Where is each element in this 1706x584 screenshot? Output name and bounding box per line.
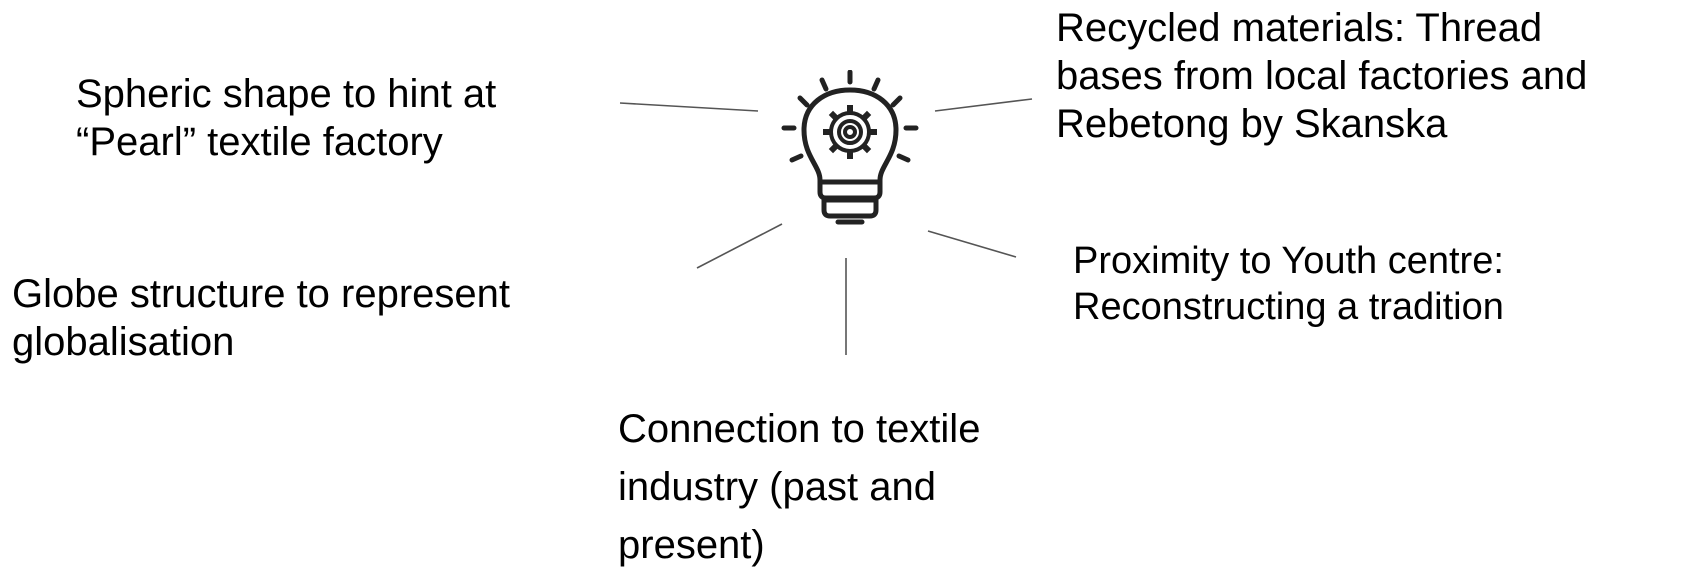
idea-connection-textile-industry-line-2: industry (past and [618, 465, 936, 509]
connector-recycled [934, 98, 1033, 112]
connector-globe [696, 223, 783, 269]
idea-spheric-shape-line-1: Spheric shape to hint at [76, 72, 497, 116]
lightbulb-gear-icon [770, 69, 930, 240]
idea-recycled-materials-line-2: bases from local factories and [1056, 54, 1588, 98]
idea-recycled-materials-line-1: Recycled materials: Thread [1056, 6, 1543, 50]
connector-spheric [619, 102, 759, 112]
idea-proximity-youth-centre-line-1: Proximity to Youth centre: [1073, 240, 1504, 282]
idea-recycled-materials: Recycled materials: Thread bases from lo… [1056, 4, 1587, 148]
idea-connection-textile-industry-line-1: Connection to textile [618, 407, 981, 451]
idea-proximity-youth-centre-line-2: Reconstructing a tradition [1073, 286, 1504, 328]
idea-globe-structure-line-2: globalisation [12, 320, 235, 364]
connector-proximity [927, 230, 1017, 258]
idea-globe-structure-line-1: Globe structure to represent [12, 272, 511, 316]
idea-spheric-shape: Spheric shape to hint at “Pearl” textile… [76, 70, 496, 166]
idea-globe-structure: Globe structure to represent globalisati… [12, 270, 510, 366]
idea-recycled-materials-line-3: Rebetong by Skanska [1056, 102, 1448, 146]
idea-spheric-shape-line-2: “Pearl” textile factory [76, 120, 443, 164]
idea-connection-textile-industry-line-3: present) [618, 523, 765, 567]
idea-proximity-youth-centre: Proximity to Youth centre: Reconstructin… [1073, 238, 1504, 330]
idea-connection-textile-industry: Connection to textile industry (past and… [618, 400, 980, 574]
